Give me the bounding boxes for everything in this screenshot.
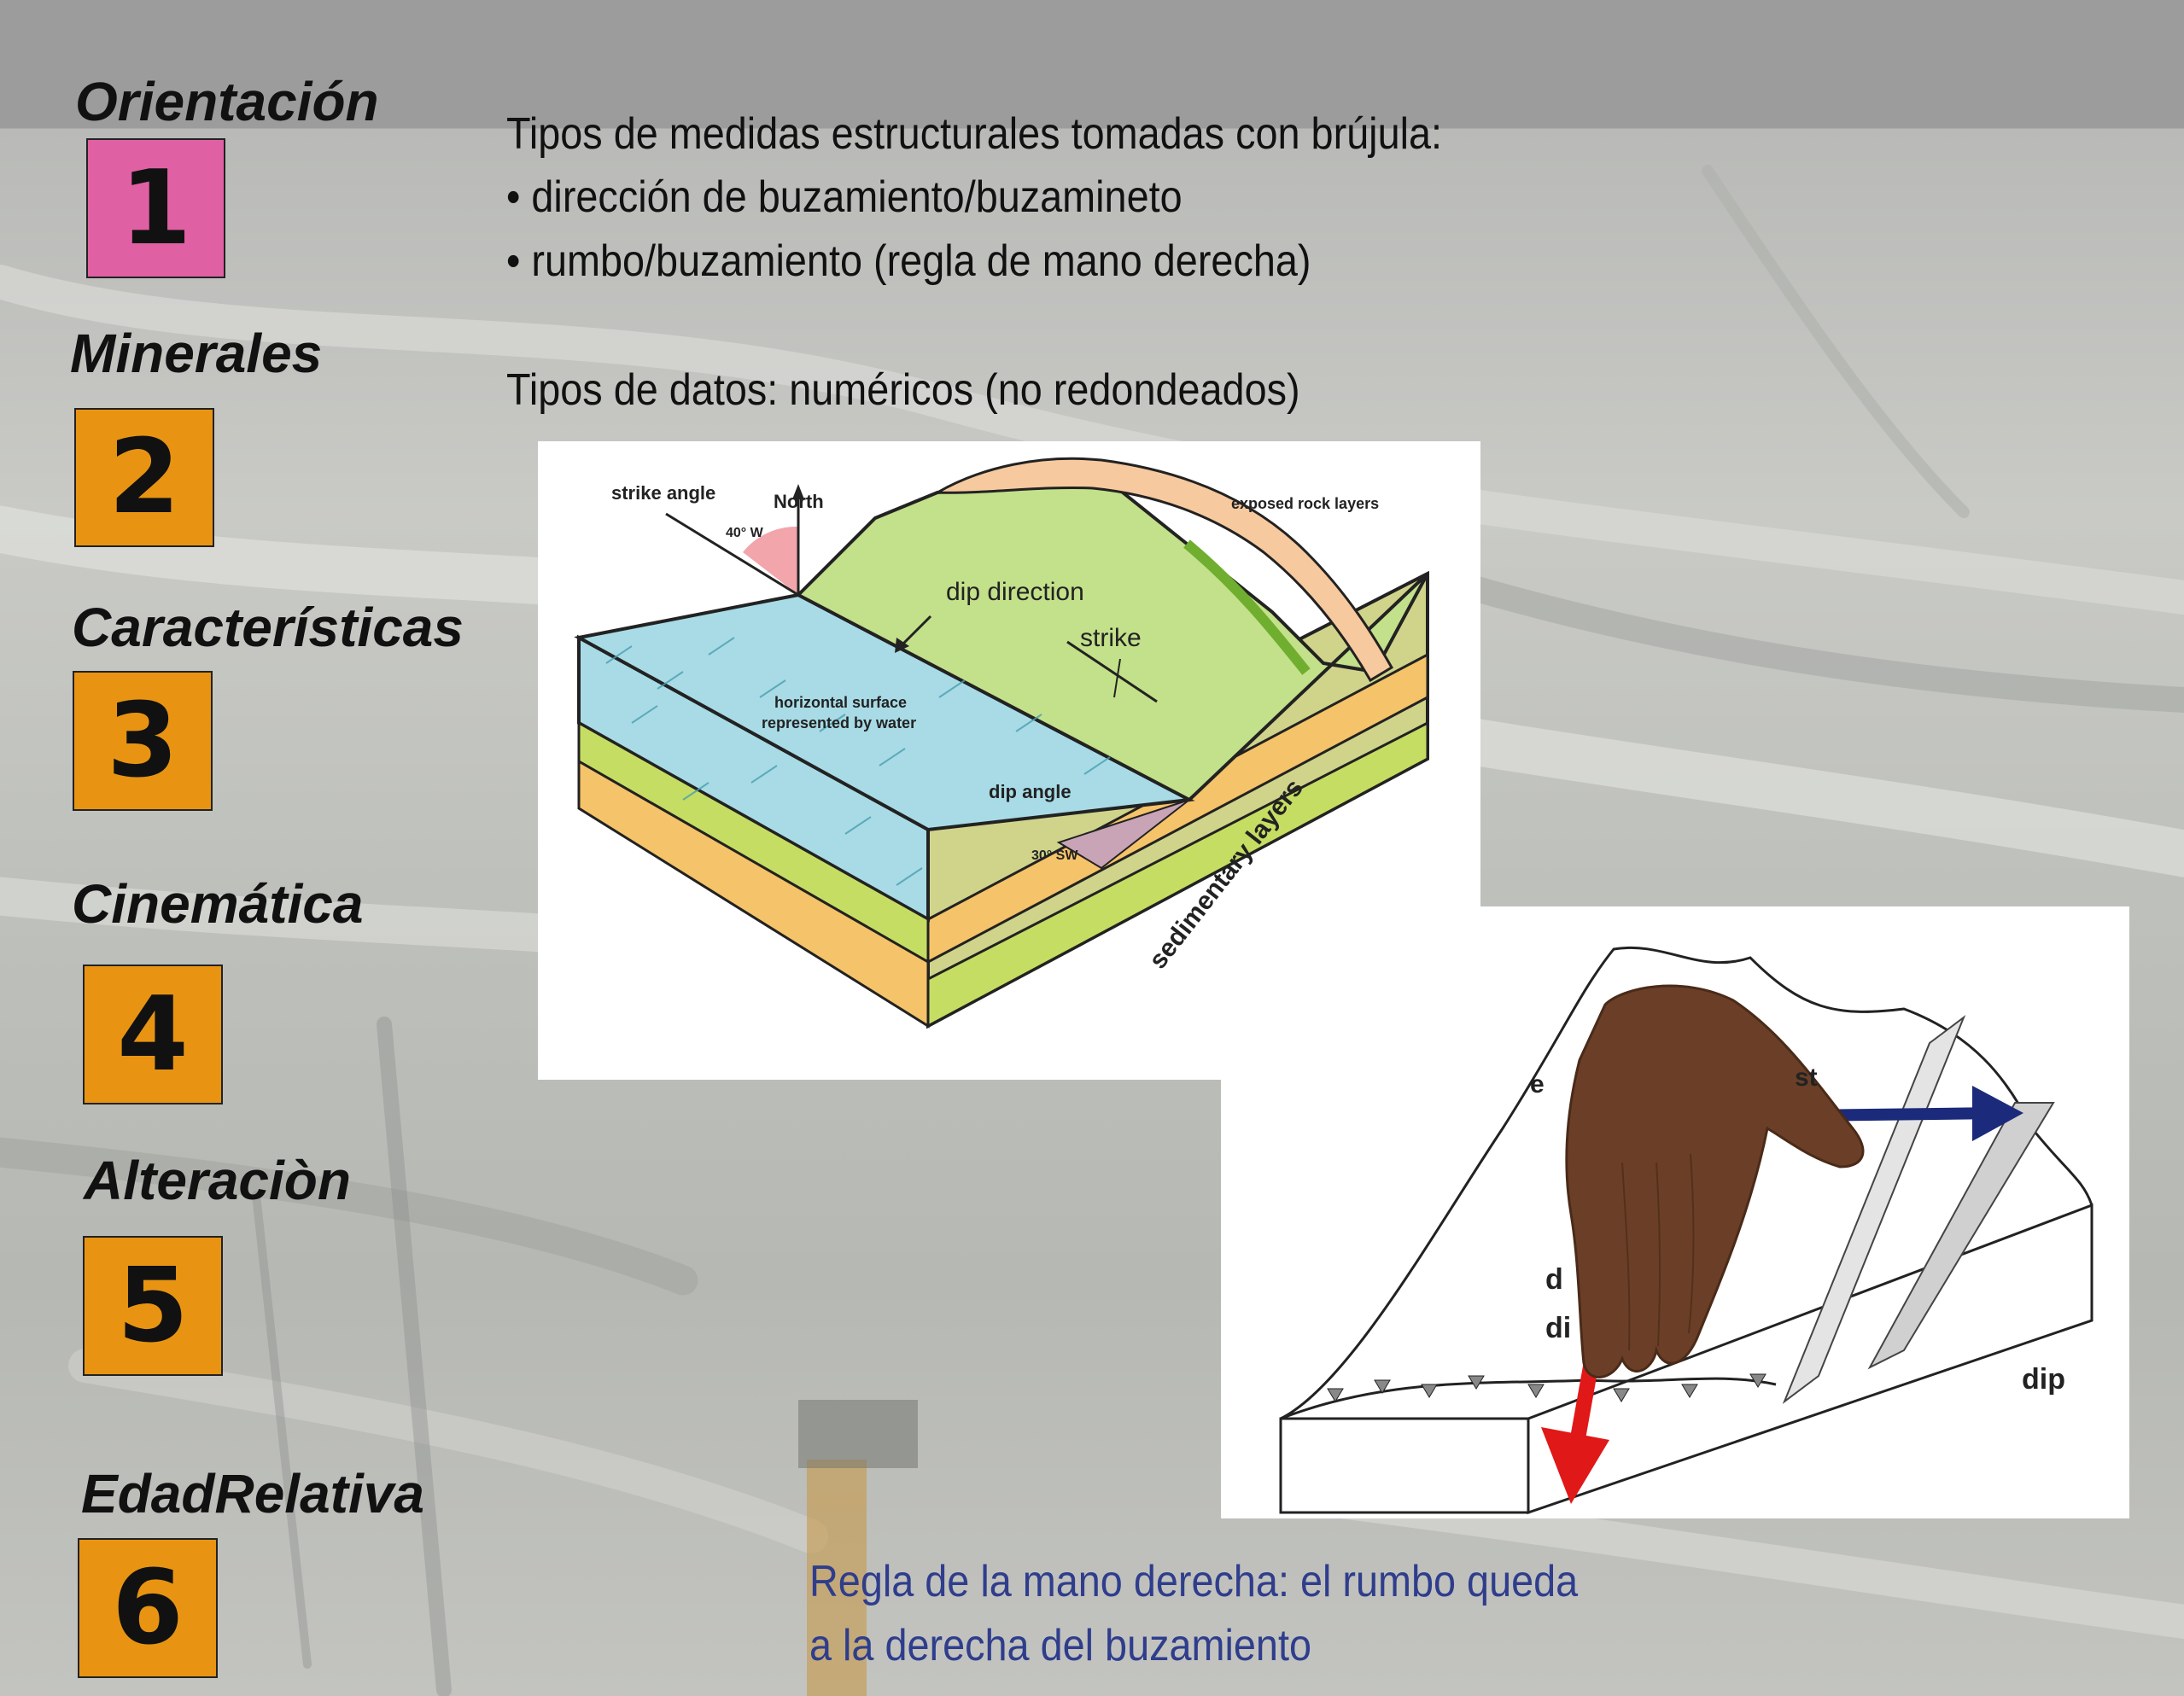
- label-horizontal-1: horizontal surface: [774, 694, 907, 711]
- block-diagram: strike angle North 40° W exposed rock la…: [574, 457, 1429, 1029]
- label-partial-st: st: [1795, 1064, 1818, 1092]
- label-partial-di: di: [1545, 1312, 1571, 1344]
- top-band: [0, 0, 2184, 128]
- category-number-5: 5: [83, 1236, 223, 1376]
- label-partial-e: e: [1530, 1070, 1545, 1099]
- category-number-1: 1: [86, 138, 225, 278]
- label-30sw: 30° SW: [1031, 848, 1078, 863]
- category-label-edadrelativa: EdadRelativa: [81, 1463, 424, 1524]
- category-label-alteracion: Alteraciòn: [84, 1150, 351, 1211]
- category-label-orientacion: Orientación: [75, 71, 379, 132]
- right-hand-rule-diagram: e st d di dip: [1279, 946, 2093, 1515]
- label-dip: dip: [2022, 1363, 2065, 1396]
- caption-line-2: a la derecha del buzamiento: [809, 1621, 1311, 1670]
- label-dip-angle: dip angle: [989, 781, 1072, 802]
- category-number-6: 6: [78, 1538, 218, 1678]
- hammer-shape: [798, 1400, 918, 1696]
- label-strike: strike: [1080, 624, 1142, 652]
- label-dip-direction: dip direction: [946, 578, 1084, 606]
- category-label-caracteristicas: Características: [72, 597, 464, 658]
- intro-line-1: Tipos de medidas estructurales tomadas c…: [506, 109, 1443, 159]
- intro-line-2: • dirección de buzamiento/buzamineto: [506, 172, 1183, 222]
- label-partial-d: d: [1545, 1263, 1563, 1296]
- category-label-minerales: Minerales: [70, 323, 323, 384]
- label-strike-angle: strike angle: [611, 482, 715, 504]
- label-horizontal-2: represented by water: [762, 714, 916, 731]
- intro-line-3: • rumbo/buzamiento (regla de mano derech…: [506, 236, 1311, 286]
- category-number-3: 3: [73, 671, 213, 811]
- intro-line-4: Tipos de datos: numéricos (no redondeado…: [506, 365, 1300, 415]
- label-40w: 40° W: [726, 526, 764, 540]
- caption-line-1: Regla de la mano derecha: el rumbo queda: [809, 1557, 1579, 1606]
- label-north: North: [774, 491, 824, 512]
- category-number-4: 4: [83, 965, 223, 1104]
- label-exposed-rock-layers: exposed rock layers: [1231, 495, 1379, 512]
- category-label-cinematica: Cinemática: [72, 873, 364, 935]
- right-hand-rule-panel: e st d di dip: [1221, 906, 2129, 1518]
- category-number-2: 2: [74, 408, 214, 547]
